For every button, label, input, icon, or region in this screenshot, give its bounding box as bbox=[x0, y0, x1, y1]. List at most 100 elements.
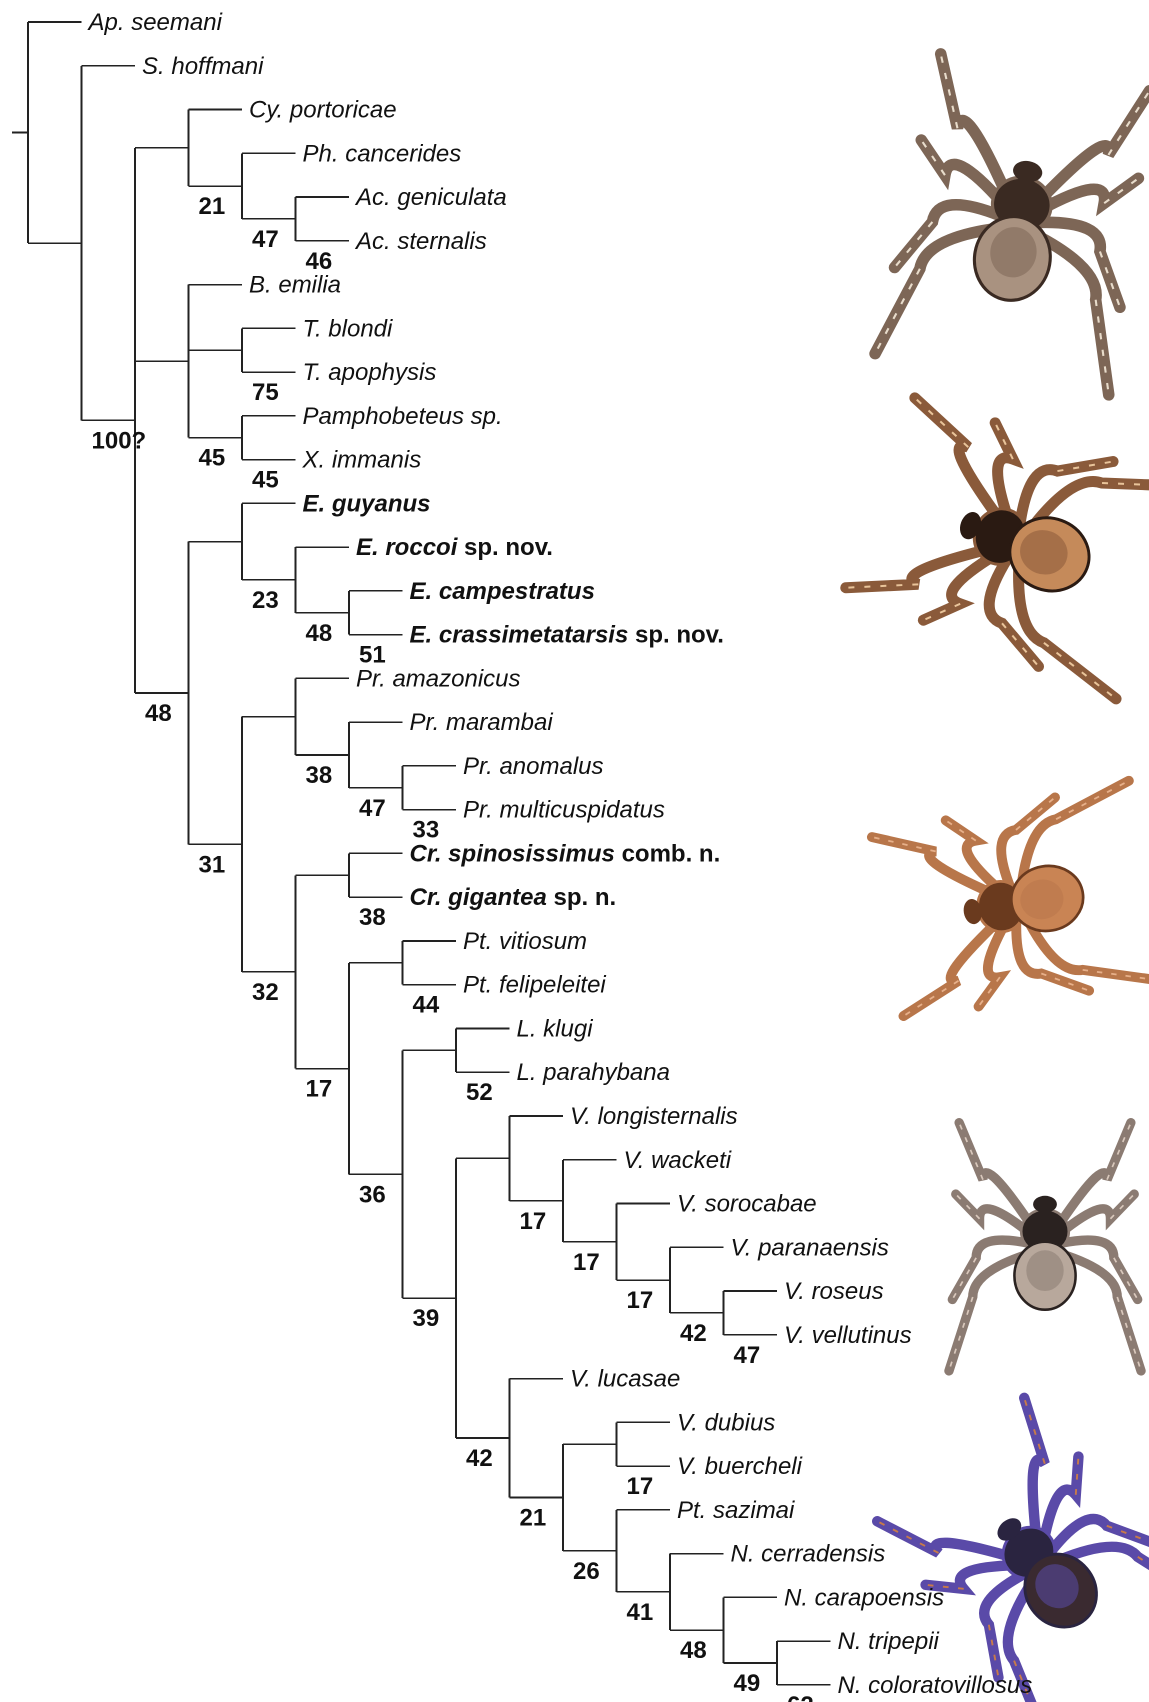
taxon-name: V. paranaensis bbox=[731, 1234, 889, 1261]
taxon-label: N. tripepii bbox=[838, 1628, 940, 1655]
taxon-label: V. sorocabae bbox=[677, 1191, 817, 1218]
taxon-name: Cy. portoricae bbox=[249, 97, 397, 124]
taxon-name: Pr. multicuspidatus bbox=[463, 797, 665, 824]
taxon-name: X. immanis bbox=[302, 447, 422, 474]
support-value: 21 bbox=[520, 1505, 547, 1532]
taxon-name: Pt. felipeleitei bbox=[463, 972, 606, 999]
spider-leg bbox=[1040, 162, 1138, 225]
support-value: 45 bbox=[252, 467, 279, 494]
taxon-label: V. buercheli bbox=[677, 1453, 803, 1480]
taxon-name: Ac. sternalis bbox=[354, 228, 487, 255]
taxon-name: Ac. geniculata bbox=[354, 184, 507, 211]
taxon-label: V. longisternalis bbox=[570, 1103, 738, 1130]
taxon-label: Ac. geniculata bbox=[354, 184, 507, 211]
leg-banding bbox=[1004, 1398, 1065, 1464]
taxon-name: Ap. seemani bbox=[87, 9, 223, 36]
taxon-label: V. roseus bbox=[784, 1278, 884, 1305]
tarantula-photo-3 bbox=[870, 781, 1149, 1027]
taxon-name: Pr. amazonicus bbox=[356, 665, 521, 692]
support-value: 36 bbox=[359, 1181, 386, 1208]
taxon-label: S. hoffmani bbox=[142, 53, 264, 80]
taxon-label: Pt. sazimai bbox=[677, 1497, 795, 1524]
taxon-label: N. coloratovillosus bbox=[838, 1672, 1033, 1699]
support-value: 47 bbox=[252, 226, 279, 253]
taxon-name: V. roseus bbox=[784, 1278, 884, 1305]
support-value: 52 bbox=[466, 1079, 493, 1106]
taxon-name: Pt. sazimai bbox=[677, 1497, 795, 1524]
taxon-label: V. lucasae bbox=[570, 1366, 680, 1393]
taxon-name: L. parahybana bbox=[517, 1059, 670, 1086]
taxon-label: E. campestratus bbox=[410, 578, 595, 605]
support-value: 45 bbox=[199, 445, 226, 472]
support-value: 17 bbox=[627, 1473, 654, 1500]
support-value: 17 bbox=[306, 1076, 333, 1103]
support-value: 75 bbox=[252, 379, 279, 406]
taxon-label: V. dubius bbox=[677, 1409, 775, 1436]
support-value: 47 bbox=[734, 1342, 761, 1369]
taxon-name: Ph. cancerides bbox=[303, 140, 462, 167]
taxon-label: E. roccoi sp. nov. bbox=[356, 534, 553, 561]
tarantula-photo-1 bbox=[875, 52, 1149, 395]
support-value: 42 bbox=[466, 1445, 493, 1472]
support-value: 100? bbox=[92, 427, 147, 454]
taxon-label: Cy. portoricae bbox=[249, 97, 397, 124]
taxon-label: Pr. multicuspidatus bbox=[463, 797, 665, 824]
taxon-status: sp. n. bbox=[547, 884, 616, 911]
taxon-label: T. apophysis bbox=[303, 359, 437, 386]
taxon-label: N. cerradensis bbox=[731, 1541, 886, 1568]
taxon-name: T. blondi bbox=[303, 315, 394, 342]
support-value: 17 bbox=[520, 1208, 547, 1235]
taxon-status: comb. n. bbox=[615, 840, 720, 867]
leg-banding bbox=[877, 1504, 938, 1570]
taxon-label: L. klugi bbox=[517, 1015, 594, 1042]
taxon-name: Cr. spinosissimus bbox=[410, 840, 615, 867]
support-value: 32 bbox=[252, 979, 279, 1006]
taxon-name: L. klugi bbox=[517, 1015, 594, 1042]
taxon-label: Pamphobeteus sp. bbox=[303, 403, 503, 430]
taxon-label: Ap. seemani bbox=[87, 9, 223, 36]
taxon-status: sp. nov. bbox=[457, 534, 553, 561]
taxon-label: E. crassimetatarsis sp. nov. bbox=[410, 622, 724, 649]
photo-column bbox=[842, 52, 1149, 1702]
taxon-name: E. campestratus bbox=[410, 578, 595, 605]
abdomen-shading bbox=[1026, 1250, 1063, 1291]
support-value: 38 bbox=[359, 904, 386, 931]
taxon-name: N. tripepii bbox=[838, 1628, 940, 1655]
support-value: 47 bbox=[359, 795, 386, 822]
taxon-name: Pamphobeteus sp. bbox=[303, 403, 503, 430]
support-value: 21 bbox=[199, 193, 226, 220]
support-value: 48 bbox=[680, 1637, 707, 1664]
taxon-label: Cr. spinosissimus comb. n. bbox=[410, 840, 721, 867]
support-value: 38 bbox=[306, 762, 333, 789]
taxon-name: V. longisternalis bbox=[570, 1103, 738, 1130]
taxon-name: N. carapoensis bbox=[784, 1584, 944, 1611]
taxon-label: V. vellutinus bbox=[784, 1322, 912, 1349]
taxon-name: T. apophysis bbox=[303, 359, 437, 386]
support-value: 39 bbox=[413, 1305, 440, 1332]
taxon-name: N. cerradensis bbox=[731, 1541, 886, 1568]
support-value: 44 bbox=[413, 992, 440, 1019]
support-value: 17 bbox=[573, 1249, 600, 1276]
taxon-name: E. roccoi bbox=[356, 534, 459, 561]
taxon-label: V. paranaensis bbox=[731, 1234, 889, 1261]
tarantula-photo-2 bbox=[842, 387, 1149, 699]
taxon-label: X. immanis bbox=[302, 447, 422, 474]
support-value: 26 bbox=[573, 1558, 600, 1585]
taxon-label: Pr. anomalus bbox=[463, 753, 604, 780]
taxon-label: Ac. sternalis bbox=[354, 228, 487, 255]
taxon-label: V. wacketi bbox=[624, 1147, 732, 1174]
taxon-name: N. coloratovillosus bbox=[838, 1672, 1033, 1699]
taxon-name: V. sorocabae bbox=[677, 1191, 817, 1218]
tarantula-photo-5 bbox=[868, 1391, 1149, 1702]
taxon-name: B. emilia bbox=[249, 272, 341, 299]
taxon-name: V. buercheli bbox=[677, 1453, 803, 1480]
support-value: 48 bbox=[145, 700, 172, 727]
taxon-label: Pt. felipeleitei bbox=[463, 972, 606, 999]
spider-leg bbox=[965, 922, 1019, 1006]
taxon-name: Pr. marambai bbox=[410, 709, 554, 736]
taxon-name: E. guyanus bbox=[303, 490, 431, 517]
taxon-label: Pt. vitiosum bbox=[463, 928, 587, 955]
taxon-name: E. crassimetatarsis bbox=[410, 622, 629, 649]
